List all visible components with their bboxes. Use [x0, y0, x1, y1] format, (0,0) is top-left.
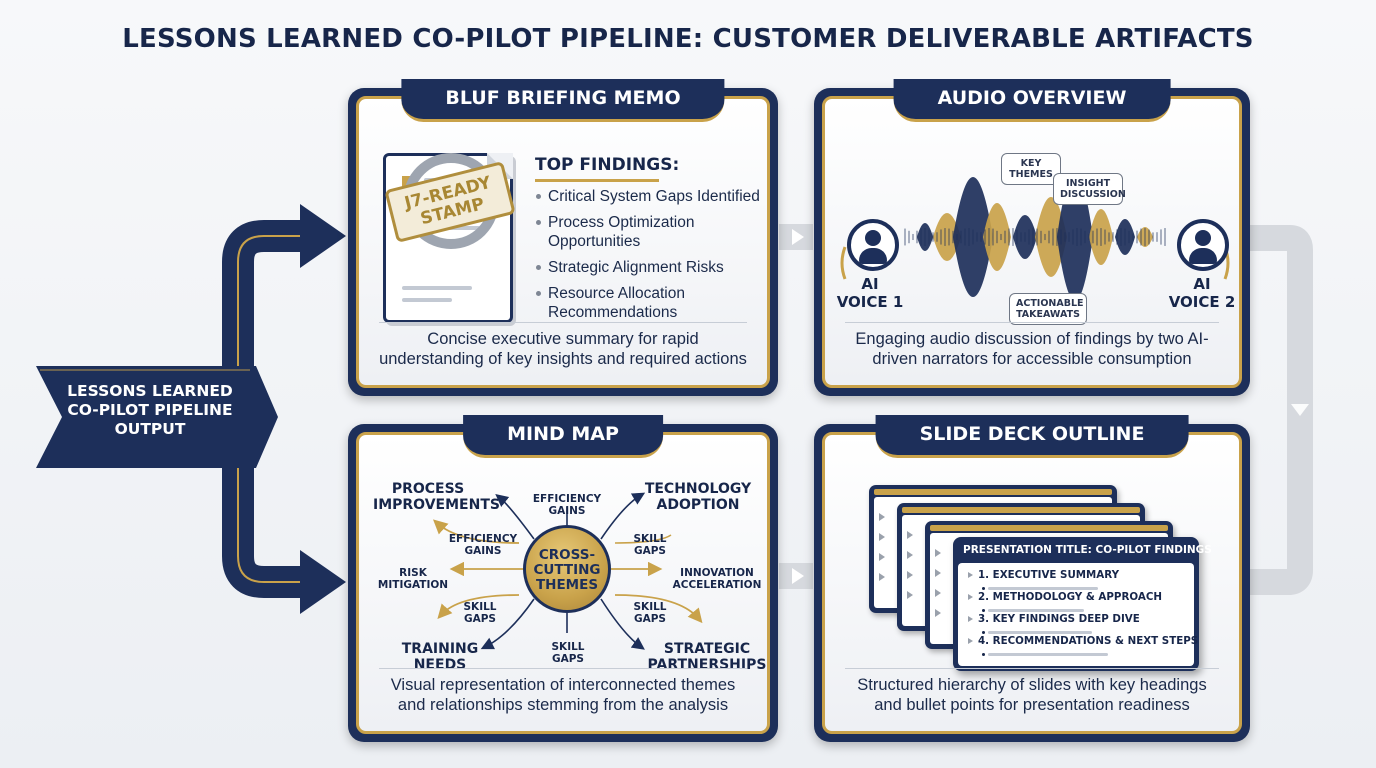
node-skill-gaps-bottom: SKILL GAPS — [551, 641, 585, 665]
return-loop-connector — [1250, 225, 1313, 595]
briefing-description: Concise executive summary for rapid unde… — [379, 330, 747, 368]
presentation-title: PRESENTATION TITLE: CO-PILOT FINDINGS — [963, 544, 1212, 556]
mind-map-description: Visual representation of interconnected … — [390, 676, 736, 714]
node-strategic-partnerships: STRATEGIC PARTNERSHIPS — [647, 641, 767, 673]
arrowhead-upper — [300, 204, 346, 268]
key-themes-bubble: KEY THEMES — [1001, 153, 1061, 185]
list-item: 3. KEY FINDINGS DEEP DIVE — [968, 613, 1140, 625]
slide-deck-description: Structured hierarchy of slides with key … — [857, 676, 1207, 714]
source-label: LESSONS LEARNED CO-PILOT PIPELINE OUTPUT — [67, 382, 233, 438]
cross-cutting-themes-hub: CROSS- CUTTING THEMES — [523, 525, 611, 613]
list-item: 2. METHODOLOGY & APPROACH — [968, 591, 1162, 603]
arrowhead-lower — [300, 550, 346, 614]
slide-deck-panel: PRESENTATION TITLE: CO-PILOT FINDINGS 1.… — [814, 415, 1250, 742]
node-training-needs: TRAINING NEEDS — [401, 641, 479, 673]
node-process-improvements: PROCESS IMPROVEMENTS — [373, 481, 500, 513]
node-technology-adoption: TECHNOLOGY ADOPTION — [644, 481, 752, 513]
findings-underline — [535, 179, 659, 182]
ai-voice-1-avatar — [847, 219, 899, 271]
audio-description: Engaging audio discussion of findings by… — [855, 330, 1209, 368]
list-item: Strategic Alignment Risks — [535, 258, 767, 277]
front-slide: PRESENTATION TITLE: CO-PILOT FINDINGS 1.… — [953, 537, 1212, 671]
node-innovation-acceleration: INNOVATION ACCELERATION — [672, 567, 762, 591]
ai-voice-2-avatar — [1177, 219, 1229, 271]
source-banner — [36, 366, 278, 468]
actionable-takeaways-bubble: ACTIONABLE TAKEAWATS — [1009, 293, 1087, 325]
briefing-panel-title: BLUF BRIEFING MEMO — [401, 79, 725, 122]
audio-overview-panel: AI VOICE 1 AI VOICE 2 KEY THEMES INSIGHT… — [814, 79, 1250, 396]
loop-arrow-down — [1291, 404, 1309, 416]
list-item: Critical System Gaps Identified — [535, 187, 767, 206]
waveform-icon — [840, 173, 1230, 301]
page-title: LESSONS LEARNED CO-PILOT PIPELINE: CUSTO… — [122, 24, 1254, 54]
mind-map-panel-title: MIND MAP — [463, 415, 663, 458]
list-item: 1. EXECUTIVE SUMMARY — [968, 569, 1119, 581]
node-efficiency-gains-top: EFFICIENCY GAINS — [532, 493, 602, 517]
bottom-connector-arrow — [792, 568, 804, 584]
ai-voice-1-label: AI VOICE 1 — [836, 275, 904, 311]
insight-discussion-bubble: INSIGHT DISCUSSION — [1053, 173, 1126, 205]
briefing-memo-panel: J7-READY STAMP TOP FINDINGS: Critical Sy… — [348, 79, 778, 396]
ai-voice-2-label: AI VOICE 2 — [1168, 275, 1236, 311]
audio-panel-title: AUDIO OVERVIEW — [893, 79, 1171, 122]
list-item: Process Optimization Opportunities — [535, 213, 767, 251]
slide-deck-panel-title: SLIDE DECK OUTLINE — [875, 415, 1189, 458]
findings-list: Critical System Gaps Identified Process … — [535, 187, 767, 329]
node-skill-gaps-left: SKILL GAPS — [463, 601, 497, 625]
node-skill-gaps-right-top: SKILL GAPS — [633, 533, 667, 557]
list-item: Resource Allocation Recommendations — [535, 284, 767, 322]
node-skill-gaps-right-bottom: SKILL GAPS — [633, 601, 667, 625]
findings-title: TOP FINDINGS: — [535, 155, 680, 175]
mind-map-connectors — [433, 492, 703, 650]
node-risk-mitigation: RISK MITIGATION — [377, 567, 449, 591]
list-item: 4. RECOMMENDATIONS & NEXT STEPS — [968, 635, 1198, 647]
top-connector-arrow — [792, 229, 804, 245]
node-efficiency-gains-left: EFFICIENCY GAINS — [448, 533, 518, 557]
mind-map-panel: CROSS- CUTTING THEMES PROCESS IMPROVEMEN… — [348, 415, 778, 742]
